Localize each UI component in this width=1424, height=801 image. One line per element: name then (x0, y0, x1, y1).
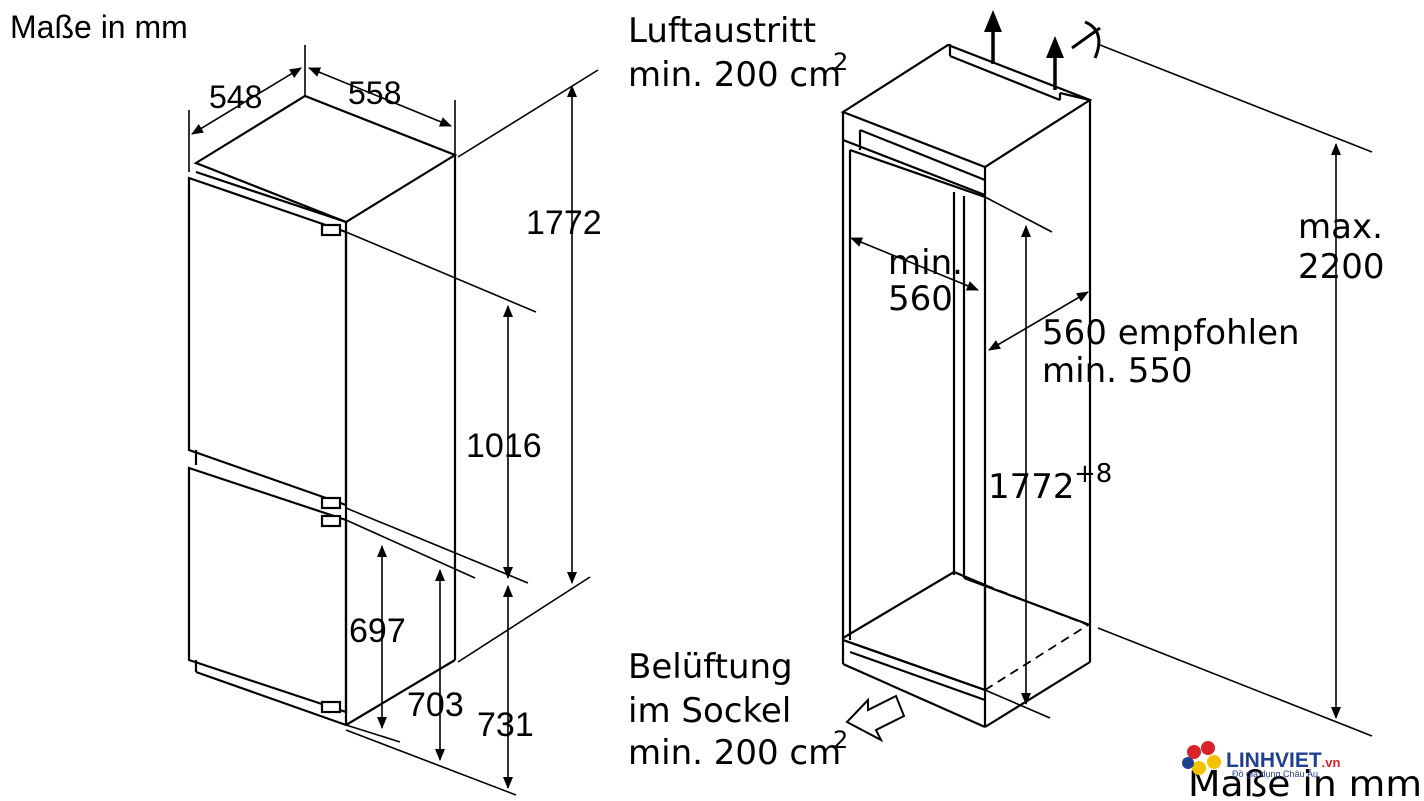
niche-width-label: min. 560 (888, 243, 974, 319)
height-label: 1772 (526, 204, 602, 242)
niche-depth-dimension-line (988, 291, 1089, 351)
air-outlet-line-1: Luftaustritt (628, 11, 816, 51)
lower-c-label: 731 (477, 706, 534, 744)
niche-width-line-2: 560 (888, 279, 953, 319)
linhviet-logo: LINHVIET.vn Đồ gia dụng Châu Âu (1182, 741, 1341, 779)
logo-slogan: Đồ gia dụng Châu Âu (1232, 769, 1318, 779)
lower-door-hinge (320, 514, 342, 528)
drawing-title-bottom: Maße in mm (1188, 764, 1422, 801)
logo-name: LINHVIET.vn (1226, 749, 1341, 772)
upper-door (187, 176, 348, 507)
niche-height-tolerance: +8 (1074, 459, 1112, 489)
air-outlet-line-2: min. 200 cm (628, 55, 841, 95)
air-arrow-head-2 (1046, 36, 1064, 58)
niche-width-dimension-line (850, 237, 979, 291)
depth-dimension-line (191, 67, 302, 135)
air-arrow-head-1 (984, 10, 1002, 32)
appliance-dimension-lines (188, 45, 599, 796)
width-dimension-line (308, 67, 452, 127)
ventilation-line-3: min. 200 cm (628, 733, 841, 773)
logo-flower-icon (1182, 741, 1221, 775)
tilt-symbol-icon (1071, 20, 1101, 59)
ventilation-line-1: Belüftung (628, 647, 793, 687)
max-height-label: max. 2200 (1298, 207, 1394, 287)
lower-b-label: 703 (407, 686, 464, 724)
lower-a-label: 697 (349, 612, 406, 650)
bottom-door-hinge (320, 700, 342, 714)
ventilation-label: Belüftung im Sockel min. 200 cm (628, 647, 841, 773)
niche-width-line-1: min. (888, 243, 963, 283)
lower-door (187, 466, 348, 714)
middle-door-hinge (320, 496, 342, 510)
niche-hidden-lines (984, 584, 1089, 691)
air-outlet-arrows (991, 20, 1057, 90)
max-height-line-1: max. (1298, 207, 1383, 247)
upper-door-hinge (320, 223, 342, 237)
niche-depth-label: 560 empfohlen min. 550 (1042, 313, 1310, 391)
ventilation-arrow-icon (845, 694, 906, 743)
depth-label: 548 (209, 79, 262, 115)
logo-suffix: .vn (1322, 755, 1341, 770)
niche-plinth (841, 570, 987, 692)
max-height-line-2: 2200 (1298, 247, 1385, 287)
drawing-title: Maße in mm (10, 9, 188, 45)
width-label: 558 (348, 75, 401, 111)
air-outlet-label: Luftaustritt min. 200 cm (628, 11, 841, 95)
ventilation-superscript: 2 (833, 726, 848, 754)
appliance-drawing (187, 94, 458, 727)
niche-depth-line-2: min. 550 (1042, 351, 1193, 391)
ventilation-line-2: im Sockel (628, 691, 791, 731)
niche-depth-line-1: 560 empfohlen (1042, 313, 1300, 353)
niche-dimension-lines (850, 44, 1373, 737)
upper-section-label: 1016 (466, 427, 542, 465)
niche-height-label: 1772 (988, 467, 1075, 507)
air-outlet-superscript: 2 (833, 48, 848, 76)
niche-drawing (840, 43, 1093, 729)
logo-name-text: LINHVIET (1226, 749, 1322, 772)
